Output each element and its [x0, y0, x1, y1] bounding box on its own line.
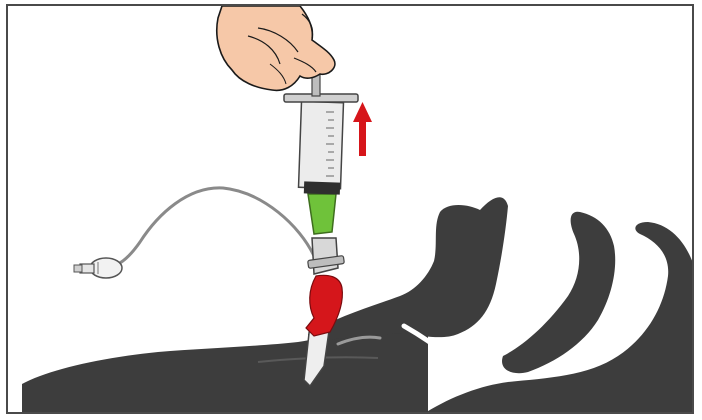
- illustration-frame: [6, 4, 694, 414]
- plunger-seal: [304, 181, 340, 194]
- syringe-finger-flange: [284, 94, 358, 102]
- pilot-balloon: [74, 258, 122, 278]
- tube-connector: [312, 238, 338, 274]
- syringe-barrel: [299, 101, 344, 188]
- up-arrow-icon: [353, 102, 372, 156]
- illustration-canvas: [8, 6, 694, 414]
- epiglottis-mass: [308, 197, 508, 342]
- airway-anatomy: [22, 197, 694, 414]
- pilot-line-assembly: [74, 188, 314, 278]
- pilot-line: [118, 188, 314, 264]
- pharynx-wall: [502, 212, 615, 373]
- syringe-nozzle-liquid: [308, 194, 336, 234]
- trachea-lower-wall: [22, 282, 428, 414]
